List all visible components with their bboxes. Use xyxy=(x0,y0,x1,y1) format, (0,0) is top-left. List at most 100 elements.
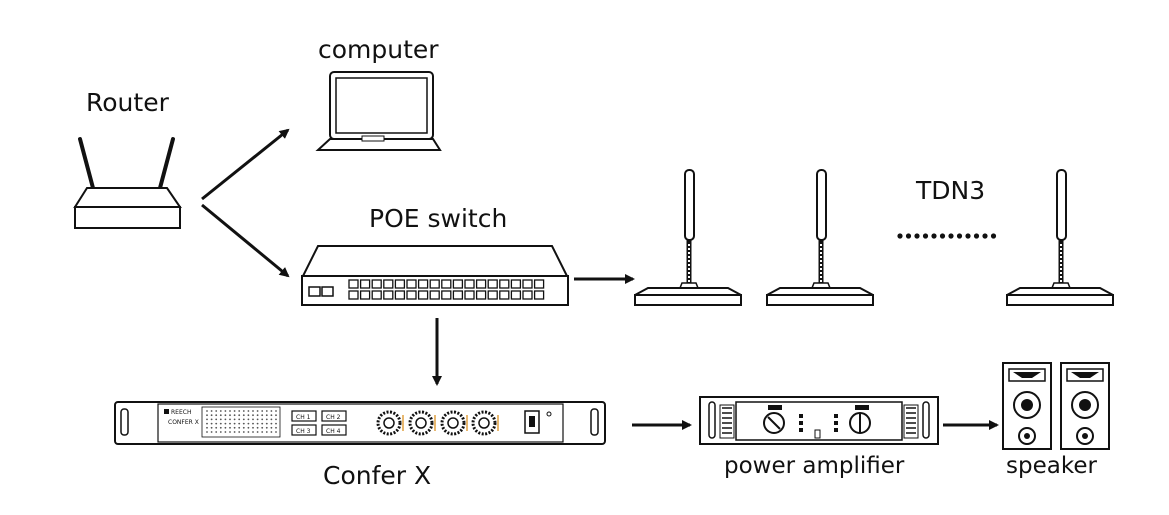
grid-dot xyxy=(275,426,277,429)
grid-dot xyxy=(219,418,222,421)
grid-dot xyxy=(256,422,259,425)
grid-dot xyxy=(215,410,218,412)
connection-arrows xyxy=(201,128,999,430)
ellipsis-dot xyxy=(965,233,971,239)
amp-led xyxy=(799,428,803,432)
grid-dot xyxy=(206,414,208,417)
grid-dot xyxy=(238,431,241,433)
grid-dot xyxy=(252,414,254,417)
grid-dot xyxy=(265,414,268,417)
grid-dot xyxy=(256,414,259,417)
grid-dot xyxy=(247,422,250,425)
grid-dot xyxy=(229,422,231,425)
grid-dot xyxy=(206,431,208,433)
grid-dot xyxy=(242,431,245,433)
grid-dot xyxy=(247,410,250,412)
ellipsis-dot xyxy=(914,233,920,239)
router-icon xyxy=(73,137,182,229)
grid-dot xyxy=(229,431,231,433)
grid-dot xyxy=(256,426,259,429)
grid-dot xyxy=(238,426,241,429)
grid-dot xyxy=(261,418,264,421)
grid-dot xyxy=(238,410,241,412)
ellipsis-dot xyxy=(897,233,903,239)
grid-dot xyxy=(215,431,218,433)
ellipsis-dot xyxy=(973,233,980,239)
grid-dot xyxy=(247,418,250,421)
grid-dot xyxy=(256,431,259,433)
switch-port xyxy=(487,279,498,289)
grid-dot xyxy=(265,422,268,425)
grid-dot xyxy=(206,418,208,421)
poe-switch-label: POE switch xyxy=(369,204,508,233)
grid-dot xyxy=(224,422,227,425)
grid-dot xyxy=(206,410,208,412)
grid-dot xyxy=(275,410,277,412)
amp-led xyxy=(799,414,803,418)
ellipsis-dot xyxy=(939,233,946,239)
grid-dot xyxy=(261,410,264,412)
grid-dot xyxy=(242,422,245,425)
grid-dot xyxy=(270,426,273,429)
switch-port xyxy=(394,290,406,300)
grid-dot xyxy=(252,410,254,412)
grid-dot xyxy=(275,418,277,421)
grid-dot xyxy=(210,418,213,421)
computer-label: computer xyxy=(318,35,439,64)
switch-port xyxy=(417,290,429,300)
grid-dot xyxy=(210,426,213,429)
switch-port xyxy=(522,290,533,300)
grid-dot xyxy=(265,418,268,421)
grid-dot xyxy=(270,418,273,421)
grid-dot xyxy=(206,422,208,425)
switch-port xyxy=(383,290,394,300)
grid-dot xyxy=(210,410,213,412)
switch-port xyxy=(452,290,464,300)
confer-model: CONFER X xyxy=(168,419,199,426)
grid-dot xyxy=(256,410,259,412)
switch-port xyxy=(348,290,359,300)
grid-dot xyxy=(242,410,245,412)
switch-port xyxy=(394,279,406,289)
switch-port xyxy=(371,290,382,300)
grid-dot xyxy=(252,418,254,421)
grid-dot xyxy=(275,431,277,433)
grid-dot xyxy=(210,431,213,433)
confer-ch1: CH 1 xyxy=(296,414,311,421)
grid-dot xyxy=(219,422,222,425)
grid-dot xyxy=(261,414,264,417)
confer-x-label: Confer X xyxy=(323,461,432,490)
grid-dot xyxy=(270,431,273,433)
grid-dot xyxy=(215,426,218,429)
grid-dot xyxy=(229,410,231,412)
grid-dot xyxy=(229,414,231,417)
grid-dot xyxy=(265,426,268,429)
switch-port xyxy=(441,279,452,289)
switch-port xyxy=(510,279,522,289)
speaker-right-icon xyxy=(1060,362,1110,450)
grid-dot xyxy=(233,418,236,421)
grid-dot xyxy=(233,431,236,433)
grid-dot xyxy=(247,431,250,433)
switch-port xyxy=(475,279,487,289)
switch-port xyxy=(533,290,545,300)
grid-dot xyxy=(261,426,264,429)
grid-dot xyxy=(247,426,250,429)
grid-dot xyxy=(224,426,227,429)
switch-port xyxy=(359,290,371,300)
confer-ch2: CH 2 xyxy=(326,414,341,421)
grid-dot xyxy=(252,431,254,433)
grid-dot xyxy=(219,431,222,433)
confer-x-rack-unit: REECH CONFER X CH 1 CH 2 CH 3 CH 4 xyxy=(114,401,606,445)
grid-dot xyxy=(261,422,264,425)
knob-center xyxy=(415,417,427,429)
ellipsis-dot xyxy=(956,233,963,239)
grid-dot xyxy=(252,422,254,425)
grid-dot xyxy=(270,410,273,412)
grid-dot xyxy=(224,418,227,421)
switch-port xyxy=(406,279,417,289)
knob-center xyxy=(478,417,490,429)
switch-port xyxy=(475,290,487,300)
switch-port xyxy=(441,290,452,300)
